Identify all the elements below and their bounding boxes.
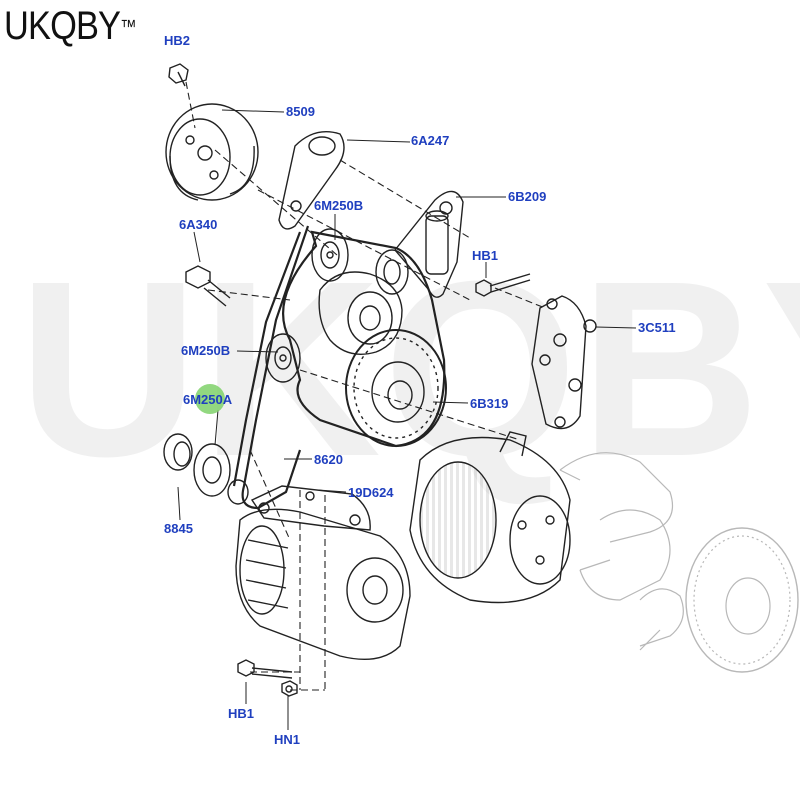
callout-hb2: HB2	[164, 33, 191, 48]
callout-6m250a: 6M250A	[183, 392, 233, 407]
callout-6b319: 6B319	[470, 396, 509, 411]
bracket-6a247	[278, 131, 345, 230]
callout-3c511: 3C511	[638, 320, 676, 335]
callout-8509: 8509	[286, 104, 315, 119]
tensioner-6b209	[375, 190, 464, 298]
trademark-mark: ™	[120, 17, 136, 38]
crank-pulley-6b319	[345, 329, 447, 447]
callout-8620: 8620	[314, 452, 343, 467]
crankshaft	[559, 452, 799, 673]
callout-hb1-bottom: HB1	[228, 706, 255, 721]
bolt-hb2	[168, 63, 189, 87]
bracket-3c511	[531, 295, 597, 430]
cap-8845	[163, 433, 193, 471]
idler-6m250b-mid	[265, 333, 301, 383]
water-pump	[318, 271, 403, 355]
bolt-hb1-right	[475, 273, 531, 297]
highlight-marker	[195, 384, 225, 414]
callout-19d624: 19D624	[348, 485, 394, 500]
callout-8845: 8845	[164, 521, 193, 536]
tensioner-6m250a	[193, 443, 249, 505]
alternator	[409, 431, 571, 604]
callout-6b209: 6B209	[508, 189, 547, 204]
callout-6m250b-mid: 6M250B	[181, 343, 231, 358]
bolt-6a340	[185, 265, 231, 307]
brand-logo: UKQBY™	[4, 6, 136, 46]
bracket-19d624	[250, 485, 371, 531]
ac-compressor	[235, 508, 411, 661]
callout-hn1: HN1	[274, 732, 301, 747]
idler-6m250b-top	[311, 228, 349, 282]
callout-6m250b-top: 6M250B	[314, 198, 364, 213]
callout-6a247: 6A247	[411, 133, 450, 148]
nut-hn1	[281, 680, 298, 697]
callout-hb1-right: HB1	[472, 248, 499, 263]
brand-name: UKQBY	[4, 4, 121, 48]
pulley-8509	[165, 103, 259, 201]
bolt-hb1-bottom	[237, 659, 293, 679]
callout-6a340: 6A340	[179, 217, 218, 232]
